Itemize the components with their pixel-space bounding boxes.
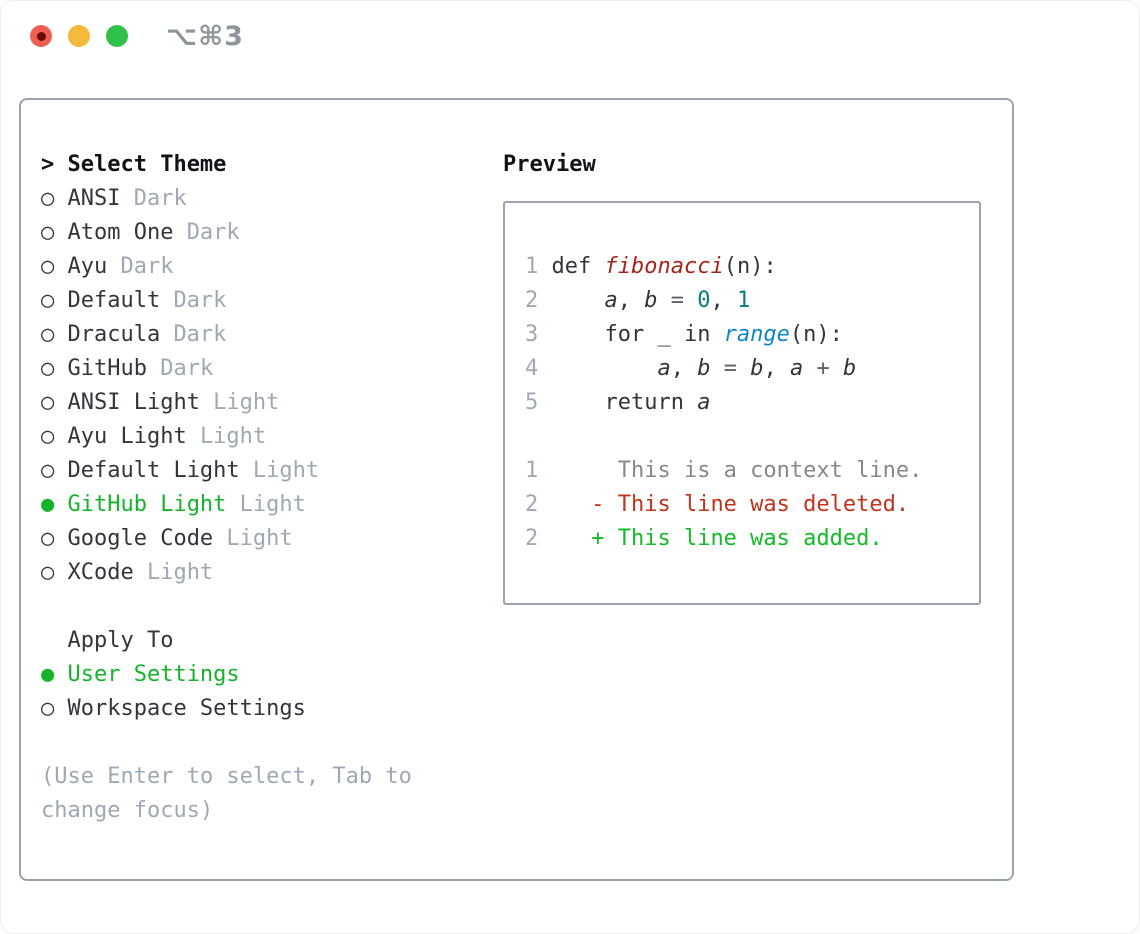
theme-option-xcode-light[interactable]: ○ XCode Light — [41, 556, 503, 590]
theme-variant: Dark — [160, 356, 214, 381]
theme-name: GitHub Light — [67, 492, 227, 517]
keyboard-hint-line-1: (Use Enter to select, Tab to — [41, 764, 412, 789]
theme-option-dracula-dark[interactable]: ○ Dracula Dark — [41, 318, 503, 352]
apply-option-label: Workspace Settings — [67, 696, 306, 721]
preview-code-box: 1 def fibonacci(n): 2 a, b = 0, 1 3 for _ … — [503, 201, 981, 605]
code-line: 4 a, b = b, a + b — [525, 356, 857, 381]
theme-name: Dracula — [67, 322, 161, 347]
radio-icon: ○ — [41, 220, 55, 245]
code-line: 2 - This line was deleted. — [525, 492, 910, 517]
theme-option-ayu-dark[interactable]: ○ Ayu Dark — [41, 250, 503, 284]
radio-icon: ○ — [41, 356, 55, 381]
theme-variant: Dark — [120, 254, 174, 279]
theme-name: Default Light — [67, 458, 240, 483]
radio-icon: ○ — [41, 560, 55, 585]
theme-option-default-dark[interactable]: ○ Default Dark — [41, 284, 503, 318]
zoom-button[interactable] — [106, 25, 128, 47]
theme-name: GitHub — [67, 356, 147, 381]
theme-name: Ayu — [67, 254, 108, 279]
theme-name: Google Code — [67, 526, 214, 551]
radio-icon: ○ — [41, 424, 55, 449]
prompt-arrow-icon: > — [41, 152, 55, 177]
theme-option-atom-one-dark[interactable]: ○ Atom One Dark — [41, 216, 503, 250]
theme-variant: Dark — [173, 288, 227, 313]
theme-name: ANSI — [67, 186, 121, 211]
code-line: 3 for _ in range(n): — [525, 322, 843, 347]
theme-variant: Light — [199, 424, 267, 449]
theme-option-default-light[interactable]: ○ Default Light Light — [41, 454, 503, 488]
theme-variant: Light — [213, 390, 280, 415]
keyboard-hint-line-2: change focus) — [41, 798, 214, 823]
window-shortcut-label: ⌥⌘3 — [166, 20, 244, 52]
title-bar: ⌥⌘3 — [1, 1, 1139, 71]
theme-option-github-light[interactable]: ● GitHub Light Light — [41, 488, 503, 522]
apply-option-workspace-settings[interactable]: ○ Workspace Settings — [41, 692, 503, 726]
theme-name: XCode — [67, 560, 134, 585]
theme-option-ansi-dark[interactable]: ○ ANSI Dark — [41, 182, 503, 216]
apply-to-header: Apply To — [41, 624, 503, 658]
code-line: 1 This is a context line. — [525, 458, 923, 483]
radio-icon: ○ — [41, 696, 55, 721]
theme-option-github-dark[interactable]: ○ GitHub Dark — [41, 352, 503, 386]
code-line — [525, 420, 979, 454]
radio-icon: ○ — [41, 186, 55, 211]
theme-option-ansi-light[interactable]: ○ ANSI Light Light — [41, 386, 503, 420]
radio-icon: ○ — [41, 526, 55, 551]
theme-variant: Light — [146, 560, 214, 585]
theme-variant: Light — [252, 458, 320, 483]
theme-variant: Dark — [133, 186, 187, 211]
minimize-button[interactable] — [68, 25, 90, 47]
radio-icon: ○ — [41, 322, 55, 347]
radio-selected-icon: ● — [41, 662, 55, 687]
code-line: 2 + This line was added. — [525, 526, 883, 551]
theme-name: Default — [67, 288, 161, 313]
select-theme-title: Select Theme — [67, 152, 227, 177]
select-theme-header: > Select Theme — [41, 148, 503, 182]
code-line: 1 def fibonacci(n): — [525, 254, 777, 279]
theme-variant: Light — [239, 492, 306, 517]
section-gap — [41, 590, 503, 624]
theme-name: Ayu Light — [67, 424, 187, 449]
radio-icon: ○ — [41, 390, 55, 415]
code-line: 5 return a — [525, 390, 711, 415]
preview-column: Preview 1 def fibonacci(n): 2 a, b = 0, 1… — [503, 100, 1012, 879]
radio-selected-icon: ● — [41, 492, 55, 517]
theme-option-ayu-light[interactable]: ○ Ayu Light Light — [41, 420, 503, 454]
theme-name: Atom One — [67, 220, 174, 245]
radio-icon: ○ — [41, 458, 55, 483]
apply-to-title: Apply To — [67, 628, 174, 653]
close-dot-icon — [36, 31, 46, 41]
theme-variant: Dark — [173, 322, 227, 347]
theme-variant: Light — [226, 526, 293, 551]
radio-icon: ○ — [41, 254, 55, 279]
theme-variant: Dark — [186, 220, 240, 245]
traffic-lights — [30, 25, 128, 47]
code-line: 2 a, b = 0, 1 — [525, 288, 751, 313]
theme-name: ANSI Light — [67, 390, 200, 415]
apply-option-label: User Settings — [67, 662, 240, 687]
apply-option-user-settings[interactable]: ● User Settings — [41, 658, 503, 692]
theme-option-google-code-light[interactable]: ○ Google Code Light — [41, 522, 503, 556]
preview-title: Preview — [503, 152, 596, 177]
radio-icon: ○ — [41, 288, 55, 313]
close-button[interactable] — [30, 25, 52, 47]
section-gap — [41, 726, 503, 760]
